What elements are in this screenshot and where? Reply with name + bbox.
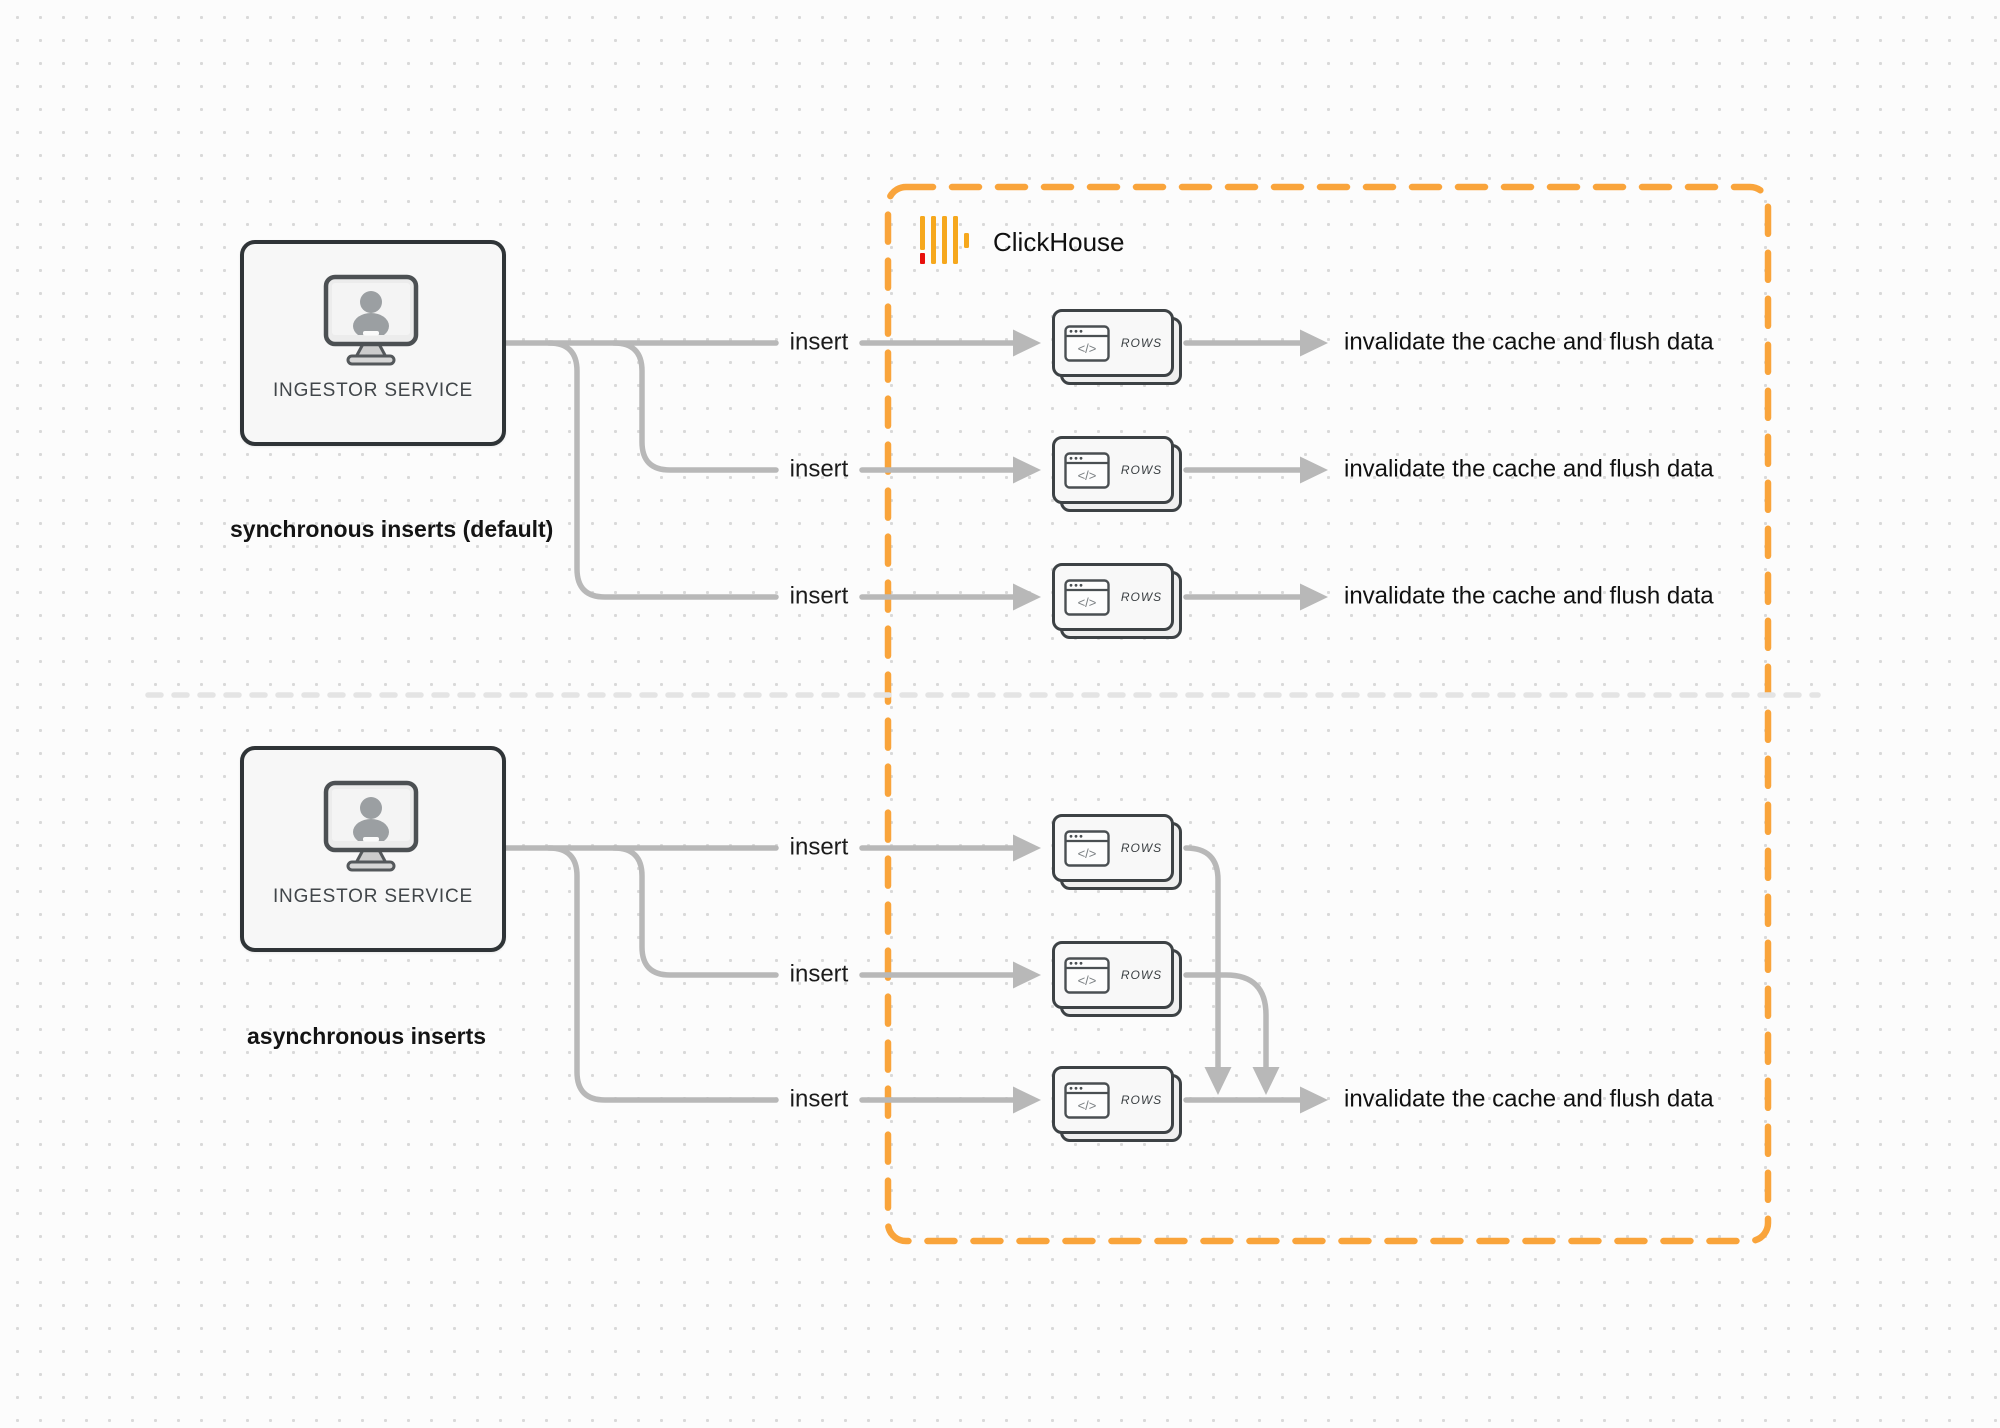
clickhouse-logo-icon [920,216,969,264]
card-stack-front: </> ROWS [1052,1066,1174,1134]
insert-label: insert [789,328,849,356]
svg-text:</>: </> [1077,1098,1096,1113]
service-label: INGESTOR SERVICE [272,380,474,401]
insert-label: insert [789,833,849,861]
rows-table-card: </> ROWS [1052,436,1183,512]
rows-label: ROWS [1120,463,1163,477]
rows-table-card: </> ROWS [1052,941,1183,1017]
sync-arrowheads [1013,329,1328,611]
card-stack-front: </> ROWS [1052,436,1174,504]
clickhouse-bar-icon [931,216,936,264]
sync-connectors [503,340,1303,600]
result-label: invalidate the cache and flush data [1344,1085,1714,1113]
rows-table-card: </> ROWS [1052,309,1183,385]
clickhouse-bar-short-icon [964,232,969,248]
rows-table-card: </> ROWS [1052,814,1183,890]
rows-label: ROWS [1120,336,1163,350]
svg-text:</>: </> [1077,341,1096,356]
svg-text:</>: </> [1077,846,1096,861]
code-window-icon: </> [1064,578,1110,616]
sync-ingestor-service-box: INGESTOR SERVICE [240,240,506,446]
rows-table-card: </> ROWS [1052,563,1183,639]
clickhouse-bar-icon [953,216,958,264]
insert-label: insert [789,1085,849,1113]
rows-label: ROWS [1120,1093,1163,1107]
rows-label: ROWS [1120,968,1163,982]
code-window-icon: </> [1064,324,1110,362]
result-label: invalidate the cache and flush data [1344,455,1714,483]
code-window-icon: </> [1064,829,1110,867]
card-stack-front: </> ROWS [1052,814,1174,882]
insert-label: insert [789,455,849,483]
card-stack-front: </> ROWS [1052,941,1174,1009]
clickhouse-label: ClickHouse [993,227,1125,257]
clickhouse-bars-icon [920,216,969,264]
insert-label: insert [789,582,849,610]
rows-table-card: </> ROWS [1052,1066,1183,1142]
insert-label: insert [789,960,849,988]
clickhouse-bar-red-icon [920,216,925,264]
card-stack-front: </> ROWS [1052,563,1174,631]
clickhouse-bar-icon [942,216,947,264]
service-label: INGESTOR SERVICE [272,886,474,907]
async-arrowheads [1013,834,1328,1114]
result-label: invalidate the cache and flush data [1344,328,1714,356]
code-window-icon: </> [1064,1081,1110,1119]
clickhouse-boundary [884,183,1772,1245]
code-window-icon: </> [1064,451,1110,489]
rows-label: ROWS [1120,841,1163,855]
rows-label: ROWS [1120,590,1163,604]
svg-text:</>: </> [1077,973,1096,988]
card-stack-front: </> ROWS [1052,309,1174,377]
async-caption: asynchronous inserts [247,1023,487,1049]
sync-caption: synchronous inserts (default) [230,516,554,542]
monitor-user-icon [323,780,419,872]
svg-text:</>: </> [1077,595,1096,610]
monitor-user-icon [323,274,419,366]
async-ingestor-service-box: INGESTOR SERVICE [240,746,506,952]
async-connectors [503,845,1303,1103]
svg-text:</>: </> [1077,468,1096,483]
result-label: invalidate the cache and flush data [1344,582,1714,610]
code-window-icon: </> [1064,956,1110,994]
